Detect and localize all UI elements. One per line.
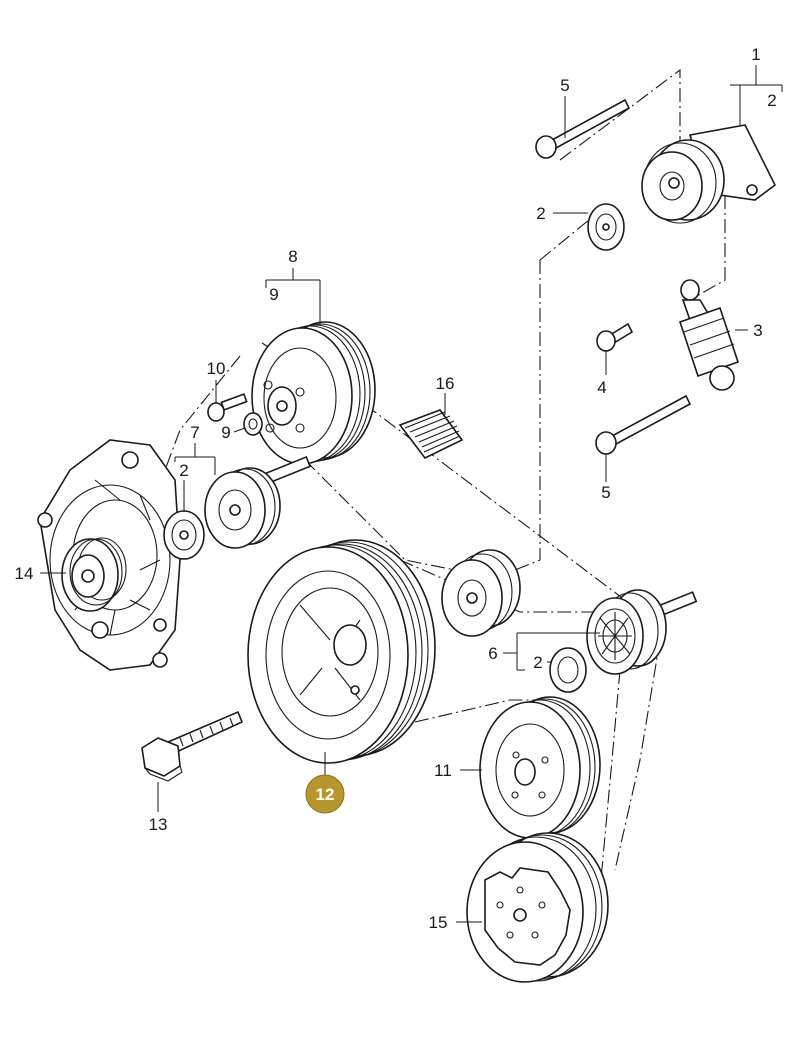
leader-lines xyxy=(40,65,783,923)
small-bolt-10 xyxy=(207,393,248,422)
upper-pulley xyxy=(251,321,376,465)
callout-9-washer: 9 xyxy=(221,423,230,442)
callout-6: 6 xyxy=(488,644,497,663)
alternator xyxy=(37,439,181,671)
callout-8: 8 xyxy=(288,247,297,266)
callout-14: 14 xyxy=(15,564,34,583)
callout-13: 13 xyxy=(149,815,168,834)
idler-7 xyxy=(204,455,312,549)
callout-2-idler: 2 xyxy=(179,461,188,480)
callout-4: 4 xyxy=(597,378,606,397)
callout-labels: 1 2 5 2 3 4 5 8 9 10 9 16 7 2 14 6 2 11 … xyxy=(15,45,777,932)
callout-12: 12 xyxy=(316,785,335,804)
vibration-damper-12 xyxy=(247,539,436,764)
cover-cap-2-right xyxy=(549,647,587,693)
callout-3: 3 xyxy=(753,321,762,340)
long-bolt-5-bottom xyxy=(595,394,692,455)
ac-compressor-clutch-15 xyxy=(466,832,609,983)
tension-roller-6 xyxy=(586,589,698,675)
cover-cap-2-top xyxy=(587,203,625,251)
callout-5-bottom: 5 xyxy=(601,483,610,502)
power-steering-pulley-11 xyxy=(479,696,601,839)
callout-5-top: 5 xyxy=(560,76,569,95)
deflection-roller xyxy=(441,549,521,637)
callout-10: 10 xyxy=(207,359,226,378)
callout-2-top-cap: 2 xyxy=(536,204,545,223)
callout-2-tensioner: 2 xyxy=(767,91,776,110)
cover-cap-2-left xyxy=(163,510,205,560)
callout-7: 7 xyxy=(190,423,199,442)
washer-9 xyxy=(243,412,263,436)
callout-12-highlighted[interactable]: 12 xyxy=(305,774,345,814)
central-bolt-13 xyxy=(141,710,244,782)
belt-16 xyxy=(398,409,464,460)
long-bolt-5-top xyxy=(535,98,631,159)
callout-1: 1 xyxy=(751,45,760,64)
bolt-4 xyxy=(596,322,634,352)
callout-9-pulley: 9 xyxy=(269,285,278,304)
belt-tensioner-1 xyxy=(641,124,777,224)
callout-16: 16 xyxy=(436,374,455,393)
callout-15: 15 xyxy=(429,913,448,932)
shock-absorber-3 xyxy=(678,279,740,391)
callout-2-tension-roller: 2 xyxy=(533,653,542,672)
callout-11: 11 xyxy=(434,761,452,780)
